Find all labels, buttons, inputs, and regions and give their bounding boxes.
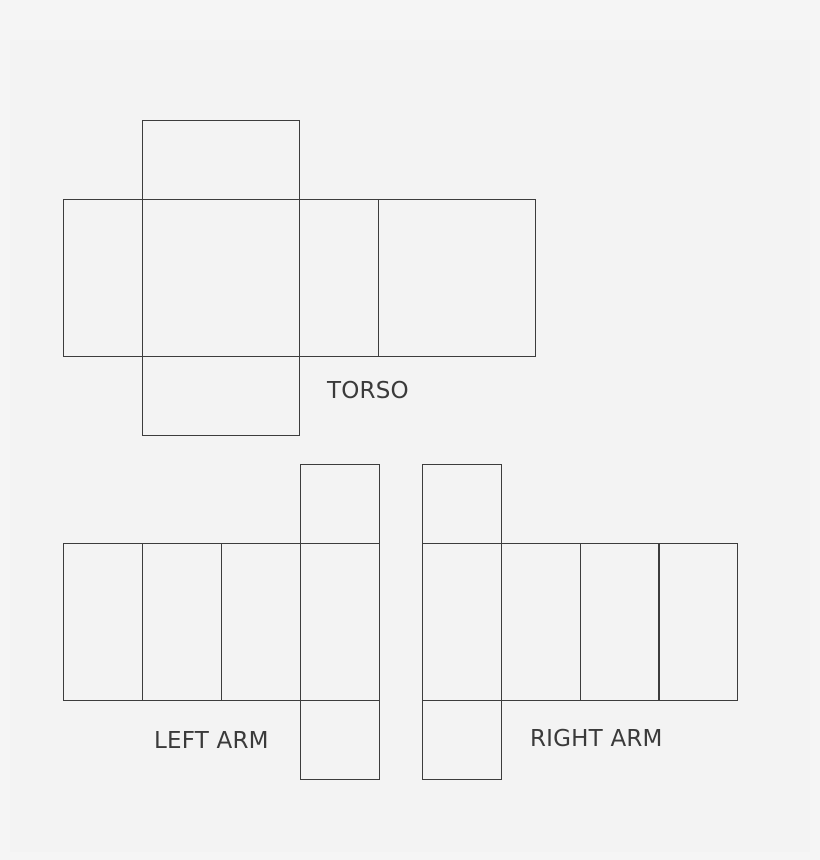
right-arm-face-1 [422,543,502,701]
right-arm-bottom-face [422,700,502,780]
torso-label: TORSO [327,378,409,404]
left-arm-face-4 [300,543,380,701]
torso-back-face [378,199,536,357]
left-arm-bottom-face [300,700,380,780]
torso-right-face [299,199,379,357]
left-arm-label: LEFT ARM [154,728,269,754]
left-arm-face-2 [142,543,222,701]
right-arm-top-face [422,464,502,544]
torso-top-face [142,120,300,200]
left-arm-top-face [300,464,380,544]
torso-left-face [63,199,143,357]
template-panel [10,40,810,852]
left-arm-face-1 [63,543,143,701]
left-arm-face-3 [221,543,301,701]
right-arm-face-3 [580,543,660,701]
torso-front-face [142,199,300,357]
right-arm-face-4 [658,543,738,701]
right-arm-face-2 [501,543,581,701]
torso-bottom-face [142,356,300,436]
right-arm-label: RIGHT ARM [530,726,663,752]
